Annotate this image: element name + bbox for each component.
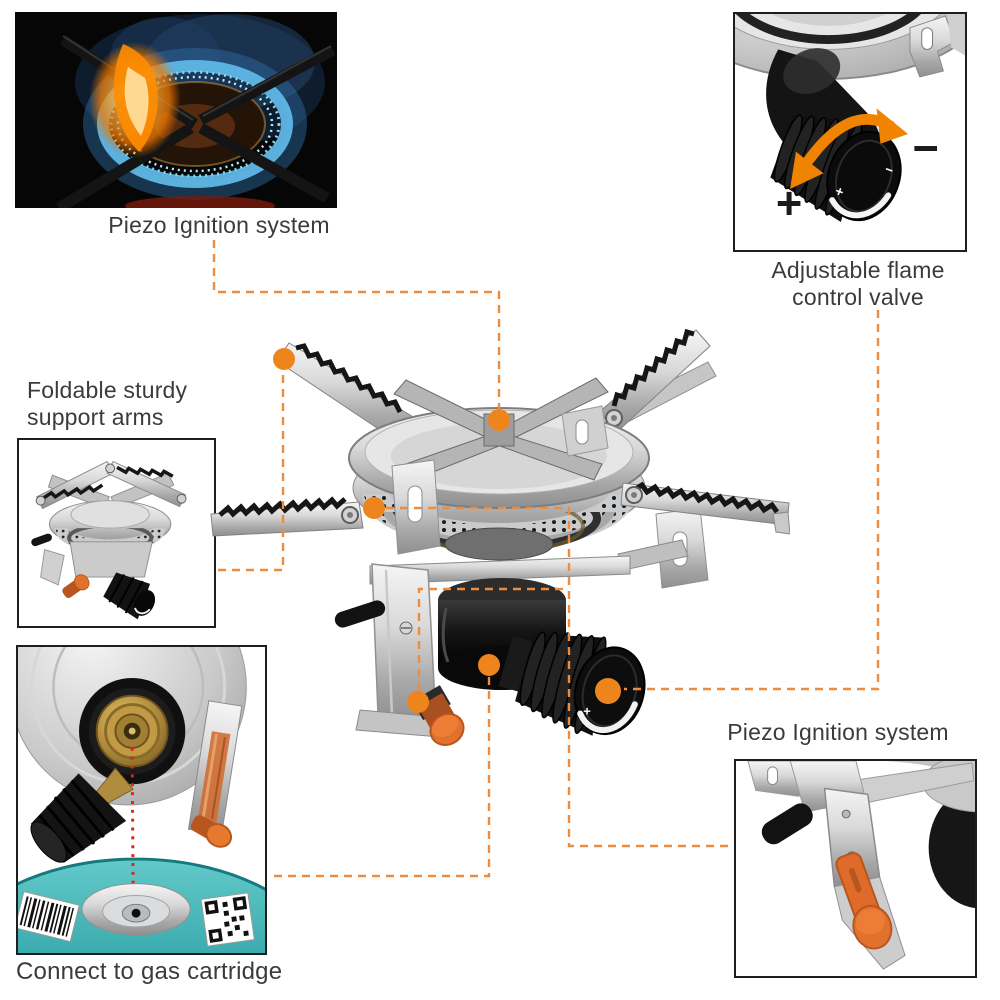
support-arm-w <box>210 496 364 537</box>
mini-piezo-button <box>62 574 90 598</box>
gas-cartridge-inset-photo <box>16 645 267 955</box>
label-valve-line2: control valve <box>792 284 924 311</box>
valve-inset-art: + − + − <box>735 14 965 228</box>
gas-cartridge-art <box>18 647 265 953</box>
flame-photo-art <box>15 12 337 216</box>
flame-photo <box>15 12 337 216</box>
knob-plus-mark-main: + <box>583 703 591 718</box>
valve-body-edge <box>928 786 975 908</box>
label-piezo-right: Piezo Ignition system <box>727 719 949 745</box>
mini-knob <box>103 572 156 620</box>
folded-stove-inset-photo <box>17 438 216 628</box>
barcode <box>18 890 80 943</box>
label-valve-line1: Adjustable flame <box>771 257 945 283</box>
control-knob: + − <box>770 114 902 223</box>
bracket-with-lever <box>187 700 243 835</box>
label-arms-line1: Foldable sturdy <box>27 377 188 403</box>
label-valve: Adjustable flame control valve <box>733 257 983 311</box>
label-arms-line2: support arms <box>27 404 164 431</box>
label-piezo-top: Piezo Ignition system <box>108 212 330 238</box>
valve-inset-photo: + − + − <box>733 12 967 252</box>
orange-lever-small <box>190 815 233 848</box>
support-arm-e <box>620 481 791 535</box>
label-arms: Foldable sturdy support arms <box>27 377 187 431</box>
piezo-lever-inset-photo <box>734 759 977 978</box>
ignition-trigger-tab <box>334 600 386 628</box>
plus-glyph: + <box>776 177 802 228</box>
qr-code <box>200 892 255 947</box>
stove-art: + <box>210 328 791 746</box>
label-cartridge: Connect to gas cartridge <box>16 958 283 985</box>
piezo-lever-art <box>747 761 975 970</box>
stove-illustration: + <box>210 318 791 758</box>
minus-glyph: − <box>912 122 938 173</box>
plastic-tab <box>761 803 813 845</box>
connector-knob <box>30 767 134 863</box>
folded-stove-art <box>31 460 187 620</box>
rotate-arrow-icon <box>790 108 908 190</box>
piezo-lever <box>835 852 893 950</box>
